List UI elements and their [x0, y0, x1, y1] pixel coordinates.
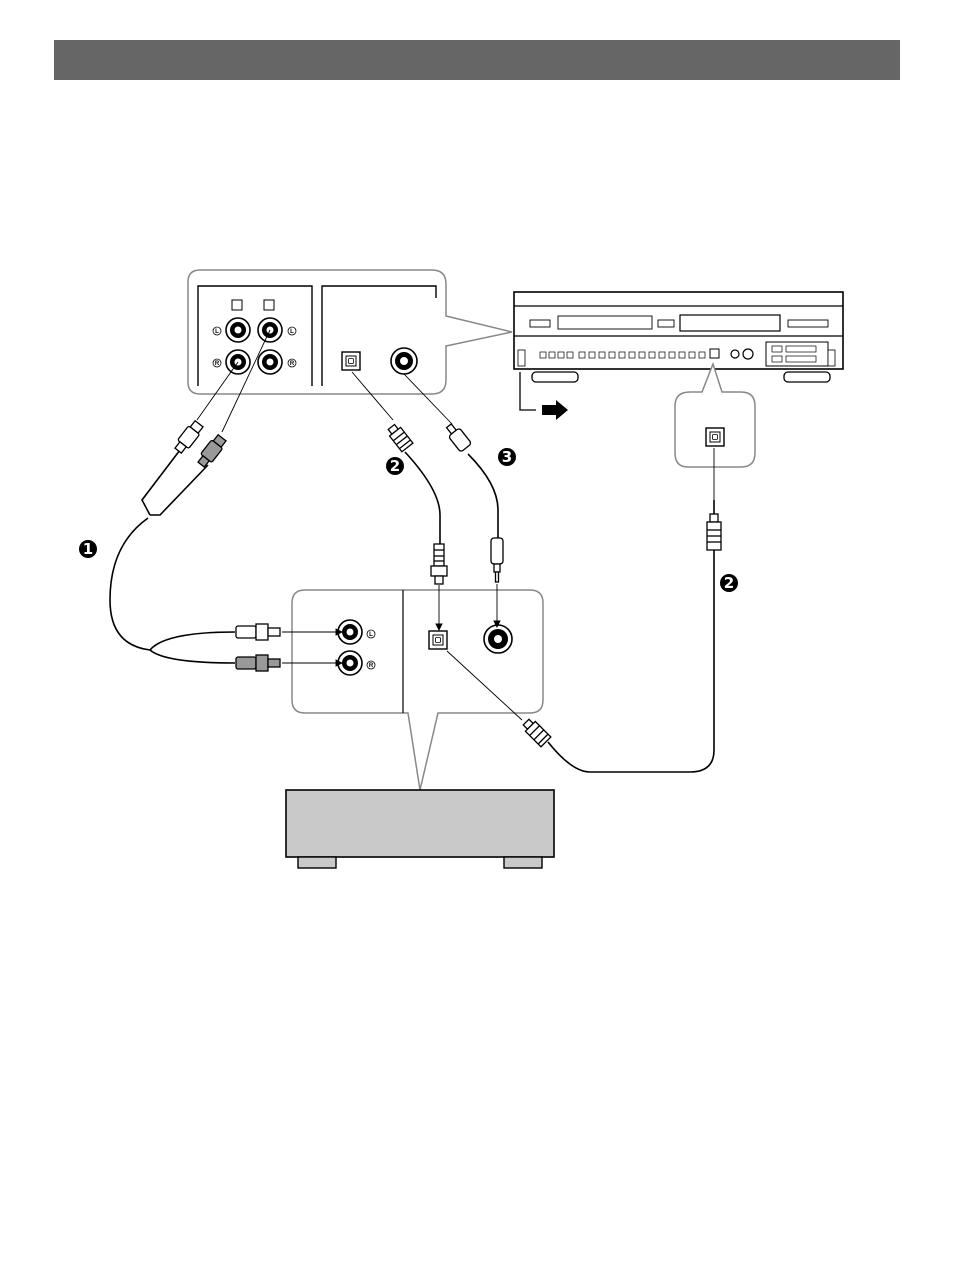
svg-text:2: 2 [724, 574, 734, 592]
optical-jack-front [706, 428, 724, 446]
channel-mark-r-left: R [213, 359, 221, 367]
coaxial-jack-top-panel [391, 348, 417, 374]
coaxial-plug-receiver [491, 538, 503, 582]
optical-cable-right [548, 550, 714, 772]
channel-mark-receiver-l: L [367, 630, 375, 638]
step-badge-3: 3 [498, 448, 516, 466]
front-port-callout [675, 364, 755, 467]
svg-text:L: L [290, 329, 294, 335]
receiver-rear-callout: L R [292, 590, 543, 790]
rca-plug-gray-receiver [236, 655, 280, 671]
channel-mark-receiver-r: R [367, 661, 375, 669]
svg-text:1: 1 [83, 540, 93, 558]
audio-cable-white-lead [142, 450, 180, 515]
rca-plug-white-receiver [236, 624, 280, 640]
step-badge-2-right: 2 [720, 574, 738, 592]
optical-cable-top [405, 452, 440, 544]
step-badge-1: 1 [79, 540, 97, 558]
jack-top-l1 [226, 318, 250, 342]
step-badge-2-top: 2 [386, 457, 404, 475]
svg-text:2: 2 [390, 457, 400, 475]
channel-mark-r-right: R [288, 359, 296, 367]
receiver-coaxial-jack [484, 625, 512, 653]
receiver-optical-jack [429, 631, 447, 649]
svg-text:R: R [215, 361, 220, 367]
audio-cable-red-lead [150, 465, 208, 515]
svg-text:L: L [215, 329, 219, 335]
front-knob-small [731, 350, 739, 358]
front-knob [743, 349, 753, 359]
coaxial-cable [468, 454, 498, 538]
svg-text:3: 3 [502, 448, 512, 466]
optical-plug-top [386, 423, 413, 452]
channel-mark-l-right: L [288, 327, 296, 335]
svg-text:R: R [369, 663, 374, 669]
rca-plug-gray-top [196, 434, 228, 469]
audio-cable-split-l [150, 632, 235, 650]
svg-text:L: L [369, 632, 373, 638]
rca-plug-white-top [173, 420, 205, 455]
audio-cable-main [110, 518, 150, 650]
audio-cable-split-r [150, 650, 235, 663]
optical-plug-right [707, 514, 721, 550]
receiver-unit [286, 790, 554, 868]
svg-text:R: R [290, 361, 295, 367]
front-optical-port [710, 349, 719, 358]
channel-mark-l-left: L [213, 327, 221, 335]
optical-plug-lower [521, 717, 551, 747]
optical-jack-top-panel [342, 352, 360, 370]
coaxial-plug-top [443, 422, 471, 453]
arrow-right-icon [542, 400, 568, 420]
optical-plug-receiver [431, 544, 447, 584]
jack-top-r2 [258, 350, 282, 374]
